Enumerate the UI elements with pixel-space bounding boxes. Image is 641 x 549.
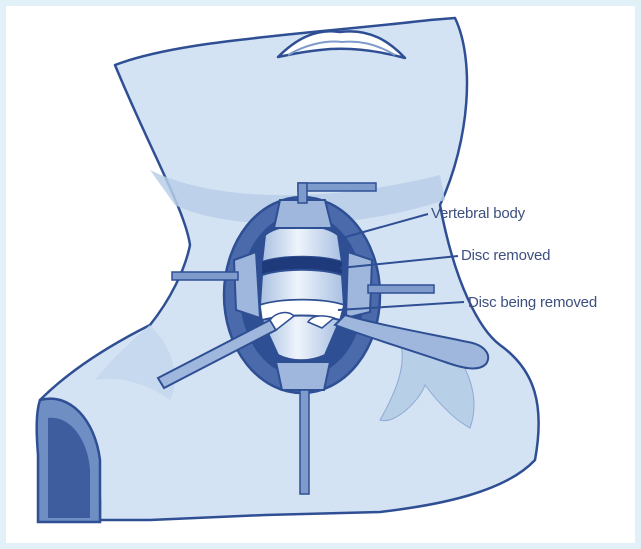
retractor-handle-top [298, 183, 376, 191]
label-disc-removed: Disc removed [461, 247, 550, 264]
retractor-blade-bottom [276, 362, 330, 390]
retractor-blade-left [234, 252, 260, 318]
label-vertebral-body: Vertebral body [431, 205, 525, 222]
retractor-handle-bottom [300, 390, 309, 494]
retractor-stem-top [298, 183, 307, 203]
retractor-blade-top [274, 200, 332, 228]
vertebral-body-upper [262, 225, 342, 262]
label-disc-being-removed: Disc being removed [468, 294, 597, 311]
retractor-handle-left [172, 272, 238, 280]
retractor-handle-right [368, 285, 434, 293]
